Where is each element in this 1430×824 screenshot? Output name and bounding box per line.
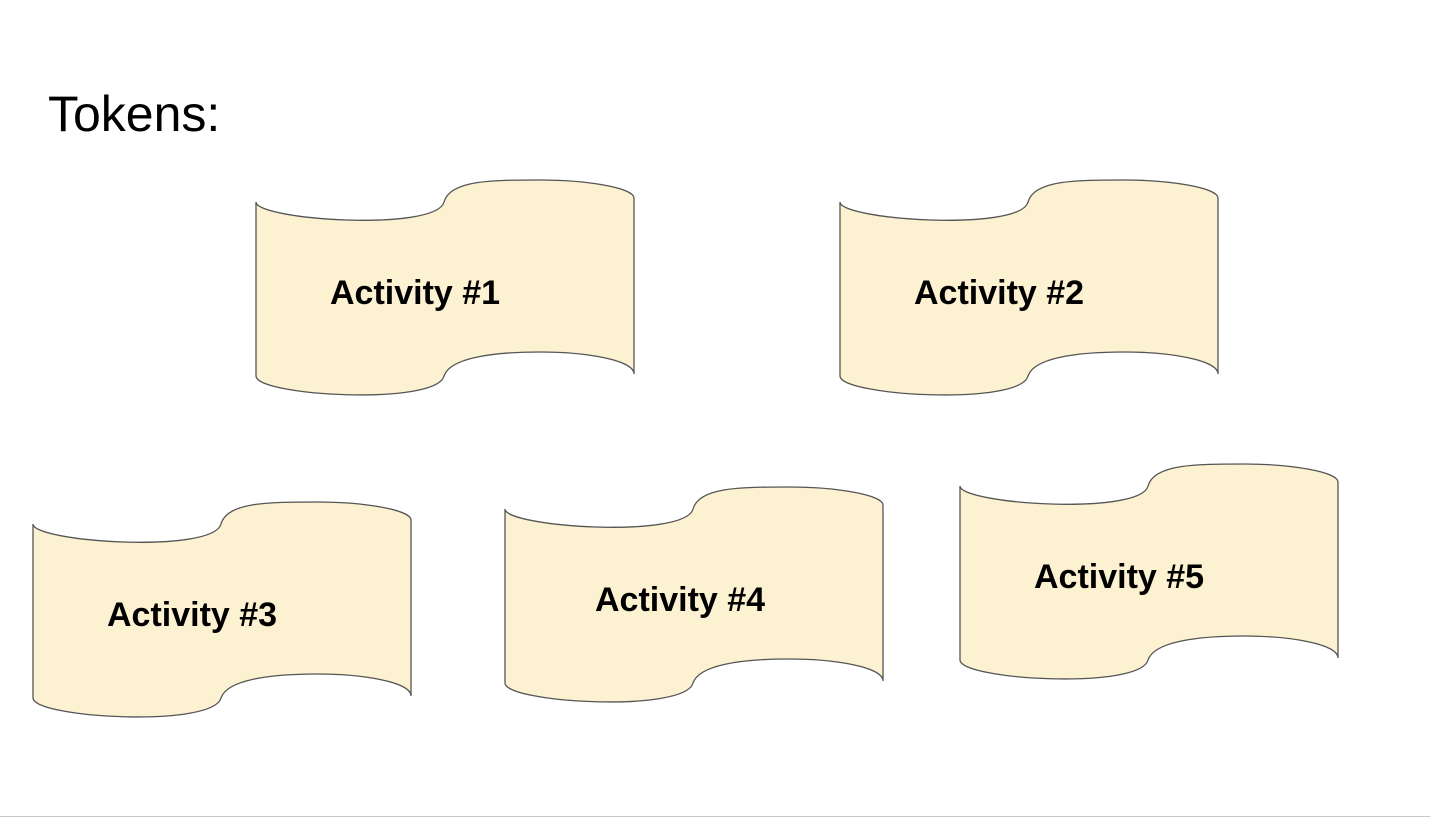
token-shape-2 — [839, 179, 1219, 396]
token-activity-2[interactable]: Activity #2 — [839, 179, 1219, 396]
token-shape-4 — [504, 486, 884, 703]
token-activity-4[interactable]: Activity #4 — [504, 486, 884, 703]
token-shape-3 — [32, 501, 412, 718]
slide-title: Tokens: — [48, 86, 221, 142]
token-shape-5 — [959, 463, 1339, 680]
token-label-5: Activity #5 — [1034, 558, 1204, 596]
token-activity-3[interactable]: Activity #3 — [32, 501, 412, 718]
token-shape-1 — [255, 179, 635, 396]
token-label-1: Activity #1 — [330, 274, 500, 312]
token-label-4: Activity #4 — [595, 581, 765, 619]
token-activity-1[interactable]: Activity #1 — [255, 179, 635, 396]
token-label-3: Activity #3 — [107, 596, 277, 634]
slide-bottom-divider — [0, 816, 1430, 817]
token-label-2: Activity #2 — [914, 274, 1084, 312]
token-activity-5[interactable]: Activity #5 — [959, 463, 1339, 680]
